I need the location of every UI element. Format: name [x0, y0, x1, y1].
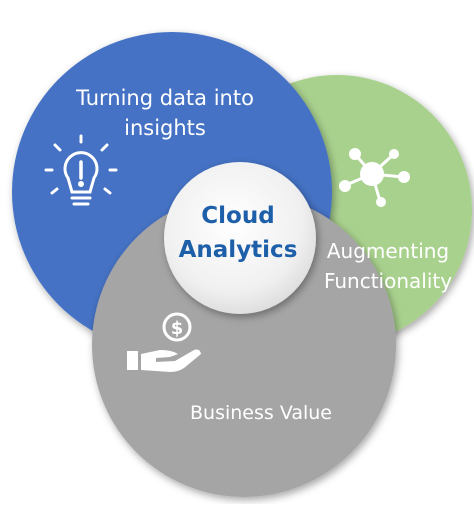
segment-label-functionality: Augmenting Functionality: [312, 236, 464, 296]
svg-text:$: $: [171, 318, 184, 339]
network-hub-icon: [339, 148, 410, 207]
segment-label-insights-line2: insights: [124, 116, 206, 140]
segment-label-business-line1: Business Value: [190, 402, 332, 424]
circle-business: [92, 193, 396, 497]
segment-label-functionality-line2: Functionality: [323, 269, 453, 293]
center-circle: [164, 162, 316, 314]
segment-label-insights: Turning data into insights: [60, 83, 270, 143]
center-label-line1: Cloud: [201, 203, 275, 229]
segment-label-business: Business Value: [168, 398, 354, 428]
hand-dollar-icon: $: [127, 312, 201, 372]
segment-label-functionality-line1: Augmenting: [326, 239, 450, 263]
lightbulb-icon: [44, 134, 118, 206]
center-label: Cloud Analytics: [166, 199, 310, 267]
center-label-line2: Analytics: [178, 237, 298, 263]
segment-label-insights-line1: Turning data into: [76, 86, 254, 110]
